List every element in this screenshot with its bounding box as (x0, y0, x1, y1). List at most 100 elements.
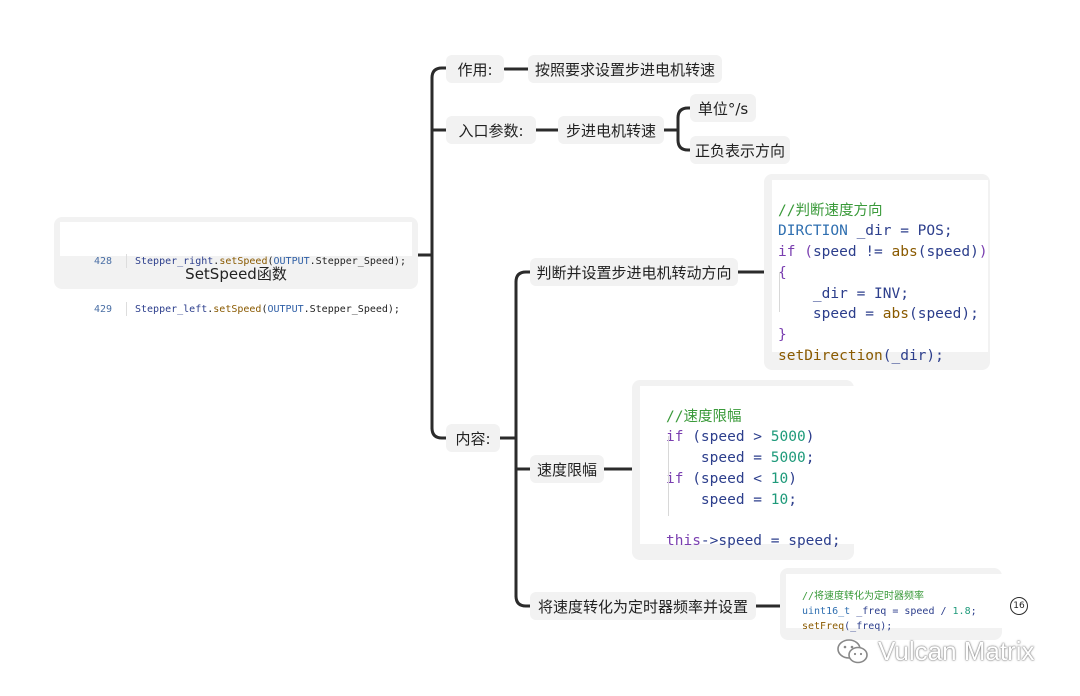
code-token: .Stepper_Speed (309, 256, 394, 267)
code-token: abs (882, 306, 909, 323)
code-token: ) (788, 470, 797, 487)
code-line: setDirection(_dir); (778, 346, 988, 367)
code-brace: { (778, 264, 787, 281)
watermark: Vulcan Matrix (836, 636, 1035, 667)
watermark-text: Vulcan Matrix (878, 636, 1035, 666)
code-token: if (666, 429, 684, 446)
code-token: (speed > (683, 429, 771, 446)
code-token: ; (805, 450, 815, 467)
code-token: 10 (770, 491, 789, 508)
code-token: this (666, 532, 701, 549)
code-token: ->speed = speed; (700, 532, 841, 549)
limit-node[interactable]: 速度限幅 (530, 455, 604, 483)
code-token: .Stepper_Speed (303, 304, 388, 315)
code-blank-line (666, 510, 872, 531)
code-line: speed = 5000; (666, 448, 872, 469)
code-token: uint16_t (802, 606, 851, 617)
code-comment: //判断速度方向 (778, 202, 883, 219)
code-token: OUTPUT (273, 256, 310, 267)
code-token: (speed); (908, 306, 979, 323)
role-node[interactable]: 作用: (446, 55, 504, 83)
code-brace: } (778, 326, 787, 343)
code-token: ( (261, 304, 268, 315)
direction-node[interactable]: 判断并设置步进电机转动方向 (530, 258, 738, 286)
code-token: speed = (700, 491, 771, 508)
line-number: 428 (93, 256, 112, 267)
code-token: setSpeed (219, 256, 268, 267)
code-token: abs (891, 244, 918, 261)
code-token: (_freq); (844, 621, 893, 632)
wechat-icon (837, 638, 868, 663)
indent-guide (779, 272, 780, 312)
code-token: Stepper_left (135, 304, 208, 315)
code-token: ( (795, 244, 813, 261)
code-token: ; (788, 491, 797, 508)
code-token: DIRCTION (778, 223, 848, 240)
code-line: DIRCTION _dir = POS; (778, 221, 988, 242)
root-code-line: 429 Stepper_left.setSpeed(OUTPUT.Stepper_… (60, 302, 412, 318)
code-line: if (speed > 5000) (666, 427, 872, 448)
freq-node[interactable]: 将速度转化为定时器频率并设置 (530, 592, 756, 620)
code-token: _dir = POS; (847, 223, 953, 240)
code-token: (speed) (917, 244, 979, 261)
root-caption: SetSpeed函数 (185, 265, 287, 283)
code-token: . (213, 256, 220, 267)
code-comment: //将速度转化为定时器频率 (802, 591, 925, 602)
line-number: 429 (93, 304, 112, 315)
code-token: (_dir); (882, 347, 944, 364)
code-line: setFreq(_freq); (802, 619, 1012, 634)
code-token: if (666, 470, 684, 487)
collapsed-count-badge[interactable]: 16 (1010, 597, 1028, 615)
code-line: _dir = INV; (778, 284, 988, 305)
code-token: if (778, 244, 796, 261)
code-token: ) (978, 244, 988, 261)
params-name-node[interactable]: 步进电机转速 (558, 116, 664, 144)
code-token: = (856, 306, 883, 323)
code-token: speed (812, 244, 857, 261)
code-line: speed = 10; (666, 490, 872, 511)
code-line: if (speed != abs(speed)) (778, 242, 988, 263)
code-token: setFreq (802, 621, 845, 632)
code-token: 5000 (770, 450, 806, 467)
code-token: . (207, 304, 214, 315)
code-token: = INV; (847, 285, 909, 302)
code-token: OUTPUT (267, 304, 304, 315)
code-token: Stepper_right (135, 256, 214, 267)
code-token: ); (393, 256, 406, 267)
code-token: 1.8 (952, 606, 971, 617)
code-line: this->speed = speed; (666, 531, 872, 552)
params-node[interactable]: 入口参数: (446, 116, 536, 144)
freq-code-card[interactable]: //将速度转化为定时器频率 uint16_t _freq = speed / 1.… (780, 568, 1012, 640)
code-line: if (speed < 10) (666, 469, 872, 490)
code-token: setDirection (778, 347, 883, 364)
code-token: speed = (700, 450, 771, 467)
code-comment: //速度限幅 (666, 408, 742, 425)
freq-code-snippet: //将速度转化为定时器频率 uint16_t _freq = speed / 1.… (786, 574, 1012, 632)
code-token: ; (970, 606, 977, 617)
code-token: _freq = speed / (850, 606, 953, 617)
code-line: uint16_t _freq = speed / 1.8; (802, 604, 1012, 619)
code-token: 10 (770, 470, 789, 487)
code-token: ) (805, 429, 815, 446)
root-code-line: 428 Stepper_right.setSpeed(OUTPUT.Stepper… (60, 254, 412, 270)
code-token: speed (812, 306, 857, 323)
indent-guide (668, 436, 669, 516)
code-token: _dir (812, 285, 848, 302)
params-unit-node[interactable]: 单位°/s (690, 94, 756, 122)
code-token: (speed < (683, 470, 771, 487)
code-token: ( (267, 256, 274, 267)
code-token: ); (387, 304, 400, 315)
role-value-node[interactable]: 按照要求设置步进电机转速 (528, 55, 722, 83)
code-line: speed = abs(speed); (778, 304, 988, 325)
code-token: setSpeed (213, 304, 262, 315)
params-sign-node[interactable]: 正负表示方向 (690, 136, 790, 164)
content-node[interactable]: 内容: (446, 424, 500, 452)
code-token: 5000 (770, 429, 806, 446)
